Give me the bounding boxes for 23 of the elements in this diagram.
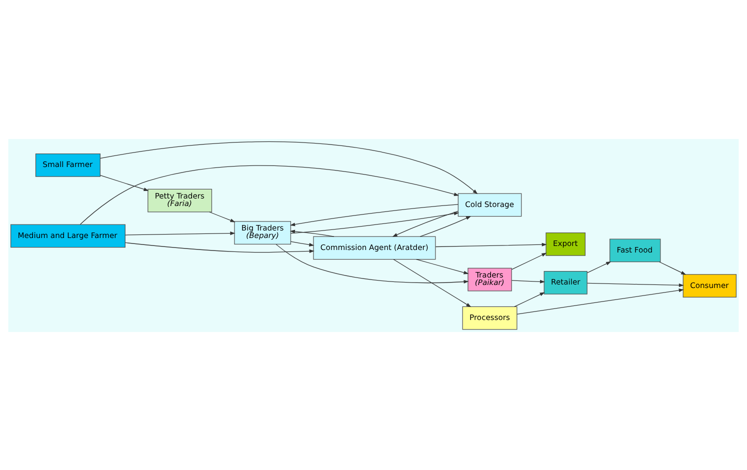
- arrow: [290, 211, 460, 234]
- arrow: [514, 292, 545, 307]
- arrow: [290, 204, 458, 226]
- arrow: [209, 211, 236, 222]
- arrow: [586, 261, 612, 273]
- arrow: [511, 252, 547, 270]
- arrow: [80, 164, 460, 224]
- arrow: [420, 216, 472, 236]
- arrow: [392, 210, 458, 236]
- arrow: [393, 258, 472, 307]
- arrow: [125, 242, 314, 252]
- arrow: [125, 231, 236, 235]
- arrow: [290, 229, 334, 236]
- arrow: [290, 240, 314, 246]
- arrow: [100, 140, 478, 194]
- arrow: [416, 258, 469, 274]
- arrow: [659, 261, 686, 274]
- arrow: [587, 282, 684, 286]
- arrow: [276, 244, 469, 284]
- arrow: [435, 242, 547, 247]
- arrow: [511, 279, 546, 283]
- arrow: [100, 174, 149, 190]
- arrow: [516, 288, 684, 314]
